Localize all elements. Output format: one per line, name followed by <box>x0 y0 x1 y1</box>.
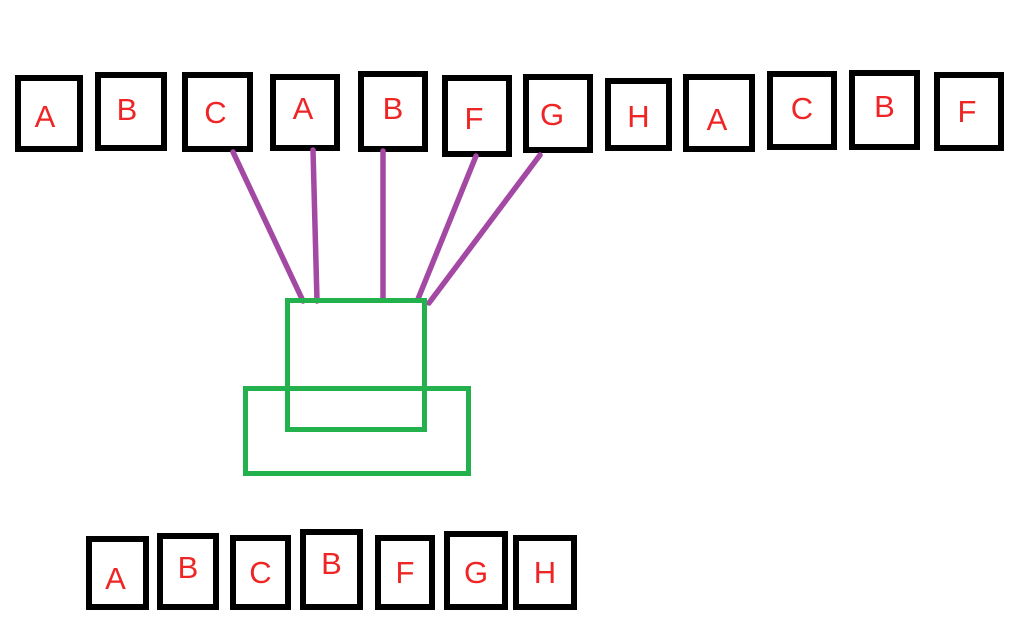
top-row-box-11: F <box>934 72 1004 151</box>
connector-line-g <box>426 152 543 306</box>
box-label: C <box>204 94 227 130</box>
box-label: H <box>533 555 557 590</box>
box-label: G <box>539 97 565 132</box>
bottom-row-box-0: A <box>86 536 149 610</box>
top-row-box-6: G <box>523 74 593 153</box>
box-label: C <box>249 555 272 590</box>
box-label: G <box>463 555 489 590</box>
top-row-box-8: A <box>683 74 755 152</box>
container-rect-lower <box>243 386 471 476</box>
box-label: A <box>105 560 126 596</box>
box-label: F <box>395 555 415 590</box>
top-row-box-3: A <box>270 74 340 151</box>
bottom-row-box-5: G <box>444 531 508 610</box>
top-row-box-9: C <box>767 71 837 150</box>
bottom-row-box-6: H <box>513 535 577 610</box>
box-label: H <box>627 99 650 134</box>
box-label: B <box>874 88 895 124</box>
box-label: F <box>464 100 484 136</box>
connector-line-a <box>310 147 320 304</box>
box-label: B <box>116 92 138 127</box>
top-row-box-7: H <box>605 78 672 151</box>
top-row-box-4: B <box>358 71 428 152</box>
top-row-box-2: C <box>182 72 253 152</box>
top-row-box-10: B <box>849 70 920 150</box>
connector-line-f <box>415 153 479 302</box>
container-rect-upper <box>285 298 427 432</box>
connector-line-c <box>230 149 306 304</box>
box-label: F <box>957 94 977 129</box>
box-label: B <box>177 550 199 585</box>
bottom-row-box-4: F <box>375 535 435 610</box>
bottom-row-box-2: C <box>230 535 291 610</box>
top-row-box-0: A <box>15 75 83 152</box>
box-label: A <box>34 99 56 134</box>
box-label: B <box>321 546 342 581</box>
box-label: C <box>790 91 814 126</box>
top-row-box-5: F <box>442 75 512 157</box>
box-label: A <box>292 91 314 126</box>
top-row-box-1: B <box>95 72 167 151</box>
box-label: A <box>706 101 728 137</box>
bottom-row-box-3: B <box>300 529 363 610</box>
bottom-row-box-1: B <box>157 533 219 610</box>
box-label: B <box>382 91 404 126</box>
